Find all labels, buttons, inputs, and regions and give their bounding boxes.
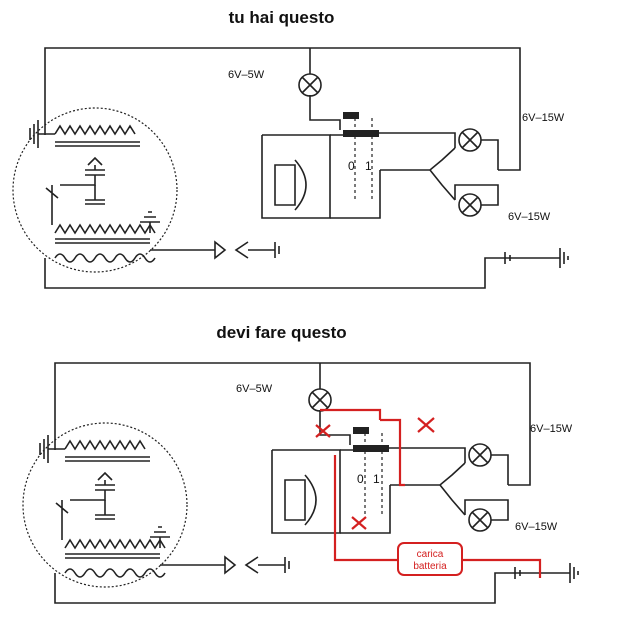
circuit-modified [22, 362, 579, 604]
lamp-big-upper-label-bottom: 6V–15W [530, 423, 573, 435]
battery-box-line2: batteria [413, 561, 447, 572]
lamp-small-label-bottom: 6V–5W [236, 383, 273, 395]
switch-1-label-bottom: 1 [373, 472, 380, 486]
switch-1-label-top: 1 [365, 159, 372, 173]
cut-mark-1 [315, 424, 331, 438]
diagram-title-bottom: devi fare questo [216, 323, 347, 342]
cut-mark-2 [417, 417, 435, 433]
lamp-big-lower-label-top: 6V–15W [508, 211, 551, 223]
lamp-big-lower-label-bottom: 6V–15W [515, 521, 558, 533]
switch-0-label-bottom: 0 [357, 472, 364, 486]
circuit-original [12, 47, 569, 289]
modification-overlay [315, 408, 542, 578]
cut-mark-3 [351, 516, 367, 530]
lamp-small-label-top: 6V–5W [228, 69, 265, 81]
switch-0-label-top: 0 [348, 159, 355, 173]
diagram-title-top: tu hai questo [228, 8, 335, 27]
battery-charge-box [397, 542, 463, 576]
lamp-big-upper-label-top: 6V–15W [522, 112, 565, 124]
battery-box-line1: carica [417, 549, 444, 560]
